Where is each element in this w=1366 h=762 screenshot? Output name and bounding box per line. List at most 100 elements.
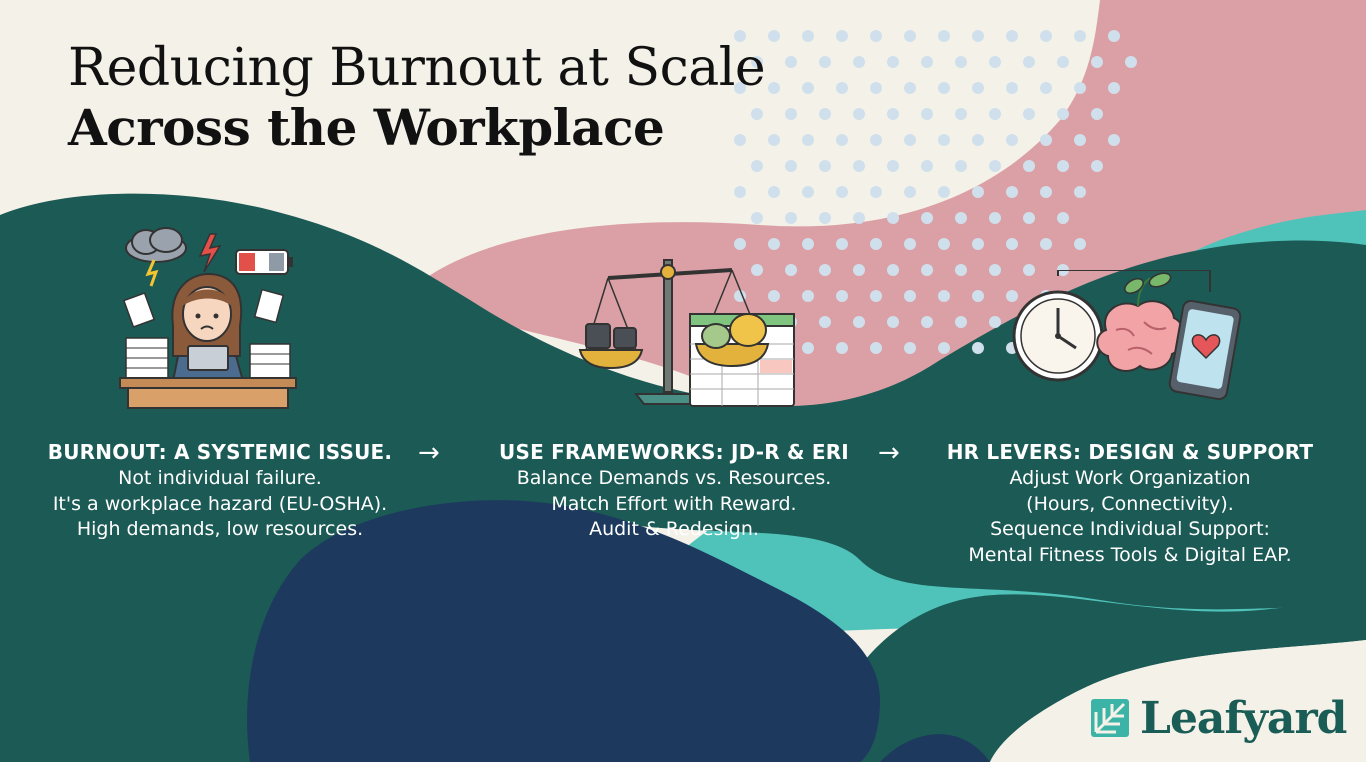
- navy-blob: [247, 500, 881, 762]
- dot: [972, 82, 984, 94]
- dot: [887, 316, 899, 328]
- cream-corner: [990, 640, 1366, 762]
- dot: [802, 134, 814, 146]
- column-line: Adjust Work Organization: [1009, 467, 1251, 489]
- dot: [1091, 160, 1103, 172]
- dot: [955, 316, 967, 328]
- dot: [904, 82, 916, 94]
- dot: [1091, 56, 1103, 68]
- dot: [1023, 212, 1035, 224]
- dot: [1040, 30, 1052, 42]
- dot: [1006, 134, 1018, 146]
- dot: [870, 186, 882, 198]
- dot: [1057, 160, 1069, 172]
- dot: [887, 264, 899, 276]
- column-line: Audit & Redesign.: [589, 518, 759, 540]
- dot: [836, 290, 848, 302]
- dot: [819, 264, 831, 276]
- dot: [853, 316, 865, 328]
- money-bags-icon: [694, 313, 770, 368]
- dot: [955, 212, 967, 224]
- dot: [972, 238, 984, 250]
- column-line: Balance Demands vs. Resources.: [516, 467, 832, 489]
- dot: [1040, 238, 1052, 250]
- flying-papers: [122, 288, 285, 328]
- dot: [853, 212, 865, 224]
- navy-sliver: [880, 734, 990, 762]
- dot: [802, 290, 814, 302]
- dot: [1074, 186, 1086, 198]
- dark-teal-bottom-right: [820, 590, 1366, 762]
- right-arrow-icon: →: [418, 438, 440, 468]
- dot: [819, 108, 831, 120]
- dot: [836, 186, 848, 198]
- dot: [1074, 238, 1086, 250]
- dot: [1023, 108, 1035, 120]
- brand-logo: Leafyard: [1090, 690, 1347, 746]
- dot: [887, 160, 899, 172]
- dot: [751, 108, 763, 120]
- dot: [802, 30, 814, 42]
- dot: [819, 212, 831, 224]
- dot: [1057, 212, 1069, 224]
- dot: [887, 56, 899, 68]
- dot: [887, 212, 899, 224]
- dot: [904, 30, 916, 42]
- dot: [1074, 82, 1086, 94]
- dot: [870, 238, 882, 250]
- dot: [989, 160, 1001, 172]
- brand-name: Leafyard: [1140, 692, 1347, 744]
- column-heading: BURNOUT: A SYSTEMIC ISSUE.: [47, 440, 393, 464]
- dot: [768, 82, 780, 94]
- dark-teal-bottom-left: [0, 540, 320, 762]
- dot: [938, 30, 950, 42]
- dot: [734, 186, 746, 198]
- dot: [768, 290, 780, 302]
- dot: [955, 56, 967, 68]
- stressed-worker-illustration: [119, 227, 297, 409]
- dot: [921, 160, 933, 172]
- dot: [768, 30, 780, 42]
- column-line: It's a workplace hazard (EU-OSHA).: [52, 492, 388, 515]
- laptop-icon: [187, 345, 229, 371]
- dot: [972, 186, 984, 198]
- dot: [972, 342, 984, 354]
- column-frameworks: USE FRAMEWORKS: JD-R & ERI Balance Deman…: [488, 438, 860, 543]
- dot: [785, 108, 797, 120]
- dot: [921, 56, 933, 68]
- dot: [938, 290, 950, 302]
- desk: [119, 377, 297, 409]
- dot: [768, 134, 780, 146]
- dot: [1006, 82, 1018, 94]
- right-arrow-icon: →: [878, 438, 900, 468]
- dot: [938, 342, 950, 354]
- tablet-icon: [1168, 299, 1242, 401]
- dot: [1074, 134, 1086, 146]
- dot: [1057, 56, 1069, 68]
- dot: [819, 56, 831, 68]
- column-burnout: BURNOUT: A SYSTEMIC ISSUE. Not individua…: [30, 438, 410, 543]
- dot: [904, 342, 916, 354]
- dot: [955, 264, 967, 276]
- dot: [938, 82, 950, 94]
- dot: [904, 238, 916, 250]
- dot: [972, 290, 984, 302]
- dot: [751, 264, 763, 276]
- dot: [989, 56, 1001, 68]
- dot: [1006, 186, 1018, 198]
- dot: [887, 108, 899, 120]
- dot: [870, 290, 882, 302]
- column-line: Match Effort with Reward.: [551, 492, 797, 515]
- dot: [1023, 160, 1035, 172]
- dot: [1006, 290, 1018, 302]
- dot: [989, 212, 1001, 224]
- dot: [1023, 264, 1035, 276]
- dot: [972, 30, 984, 42]
- brain-icon: [1096, 272, 1185, 372]
- dot: [751, 160, 763, 172]
- dot: [921, 316, 933, 328]
- dot: [836, 82, 848, 94]
- dot: [1108, 134, 1120, 146]
- dot: [1091, 108, 1103, 120]
- dot: [972, 134, 984, 146]
